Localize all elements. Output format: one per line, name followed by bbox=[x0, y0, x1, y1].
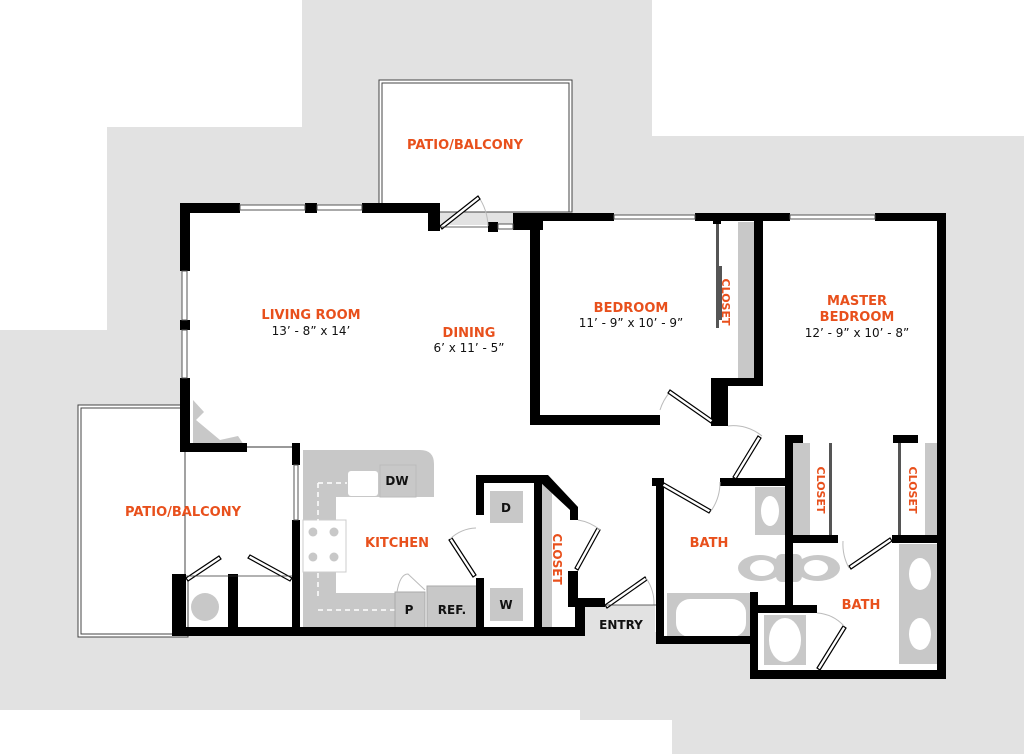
bedroom-dims: 11’ - 9” x 10’ - 9” bbox=[579, 316, 684, 330]
water-heater bbox=[191, 593, 219, 621]
bedroom-closet-label: CLOSET bbox=[719, 279, 732, 326]
bath1-label: BATH bbox=[690, 536, 729, 551]
walls bbox=[172, 203, 946, 679]
burner bbox=[329, 552, 339, 562]
dryer bbox=[490, 491, 523, 523]
site-notch-2 bbox=[580, 720, 672, 754]
patio-left-rail bbox=[80, 407, 186, 635]
bedroom-label: BEDROOM bbox=[594, 301, 669, 316]
dishwasher bbox=[379, 464, 417, 498]
bath2-sink bbox=[909, 558, 931, 590]
refrigerator-label: REF. bbox=[438, 603, 466, 617]
washer-label: W bbox=[499, 598, 512, 612]
patio-top-label: PATIO/BALCONY bbox=[407, 138, 524, 153]
closet-a-shelf bbox=[793, 443, 810, 538]
master-bedroom-dims: 12’ - 9” x 10’ - 8” bbox=[805, 326, 910, 340]
master-bedroom-label-1: MASTER bbox=[827, 294, 887, 309]
closet-b-shelf bbox=[925, 443, 937, 538]
master-bedroom-label-2: BEDROOM bbox=[820, 310, 895, 325]
washer bbox=[490, 588, 523, 621]
living-room-label: LIVING ROOM bbox=[261, 308, 360, 323]
patio-top-rail bbox=[381, 82, 570, 213]
refrigerator bbox=[426, 585, 478, 631]
bath1-tub-basin bbox=[676, 599, 746, 637]
cooktop bbox=[302, 519, 347, 573]
living-room-dims: 13’ - 8” x 14’ bbox=[272, 324, 351, 338]
closet-b-label: CLOSET bbox=[906, 467, 919, 514]
corner-fixture bbox=[193, 400, 244, 445]
burner bbox=[329, 527, 339, 537]
bath2-label: BATH bbox=[842, 598, 881, 613]
dining-label: DINING bbox=[443, 326, 496, 341]
burner bbox=[308, 552, 318, 562]
pantry-label: P bbox=[405, 603, 414, 617]
bath2-wc bbox=[769, 618, 801, 662]
kitchen-label: KITCHEN bbox=[365, 536, 429, 551]
windows bbox=[181, 204, 876, 521]
burner bbox=[308, 527, 318, 537]
doors bbox=[185, 195, 901, 671]
patio-left-area bbox=[77, 404, 189, 638]
site-notch bbox=[0, 710, 580, 754]
patio-top-area bbox=[378, 79, 573, 213]
entry-label: ENTRY bbox=[599, 618, 643, 632]
hall-closet-shelf bbox=[540, 484, 552, 630]
bath1-sink bbox=[761, 496, 779, 526]
dining-dims: 6’ x 11’ - 5” bbox=[433, 341, 504, 355]
patio-left-floor bbox=[186, 448, 296, 578]
entry-landing bbox=[575, 605, 655, 645]
patio-left-label: PATIO/BALCONY bbox=[125, 505, 242, 520]
bedroom-closet-shelf bbox=[738, 222, 755, 382]
dishwasher-label: DW bbox=[385, 474, 408, 488]
dryer-label: D bbox=[501, 501, 511, 515]
closet-a-label: CLOSET bbox=[814, 467, 827, 514]
hall-closet-label: CLOSET bbox=[550, 533, 564, 585]
bath2-sink bbox=[909, 618, 931, 650]
sink bbox=[348, 471, 378, 496]
